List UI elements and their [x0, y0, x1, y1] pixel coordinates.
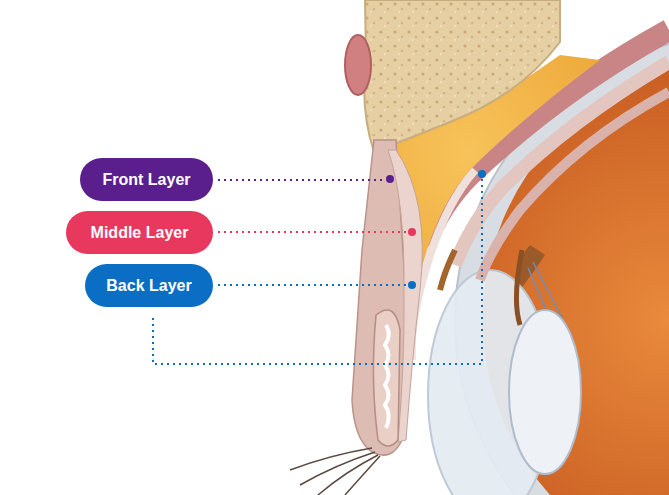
leader-dot	[408, 228, 416, 236]
eyelash	[290, 448, 372, 470]
tarsal-plate	[373, 310, 400, 446]
orbital-bone	[364, 0, 560, 152]
layer-label: Back Layer	[85, 264, 213, 307]
layer-label: Middle Layer	[66, 211, 213, 254]
layer-label-text: Back Layer	[106, 277, 191, 295]
eyelash	[318, 455, 378, 495]
layer-label-text: Middle Layer	[91, 224, 189, 242]
lens	[509, 310, 581, 474]
leader-line	[218, 284, 408, 286]
meibomian-gland	[385, 325, 389, 428]
leader-dot	[386, 175, 394, 183]
layer-label-text: Front Layer	[102, 171, 190, 189]
leader-line	[218, 179, 386, 181]
layer-label: Front Layer	[80, 158, 213, 201]
fornix	[440, 250, 455, 290]
leader-dot	[478, 170, 486, 178]
leader-dot	[408, 281, 416, 289]
iris	[516, 250, 522, 325]
leader-line	[218, 231, 408, 233]
eyelash	[345, 456, 380, 495]
orbicularis-muscle	[345, 35, 371, 95]
